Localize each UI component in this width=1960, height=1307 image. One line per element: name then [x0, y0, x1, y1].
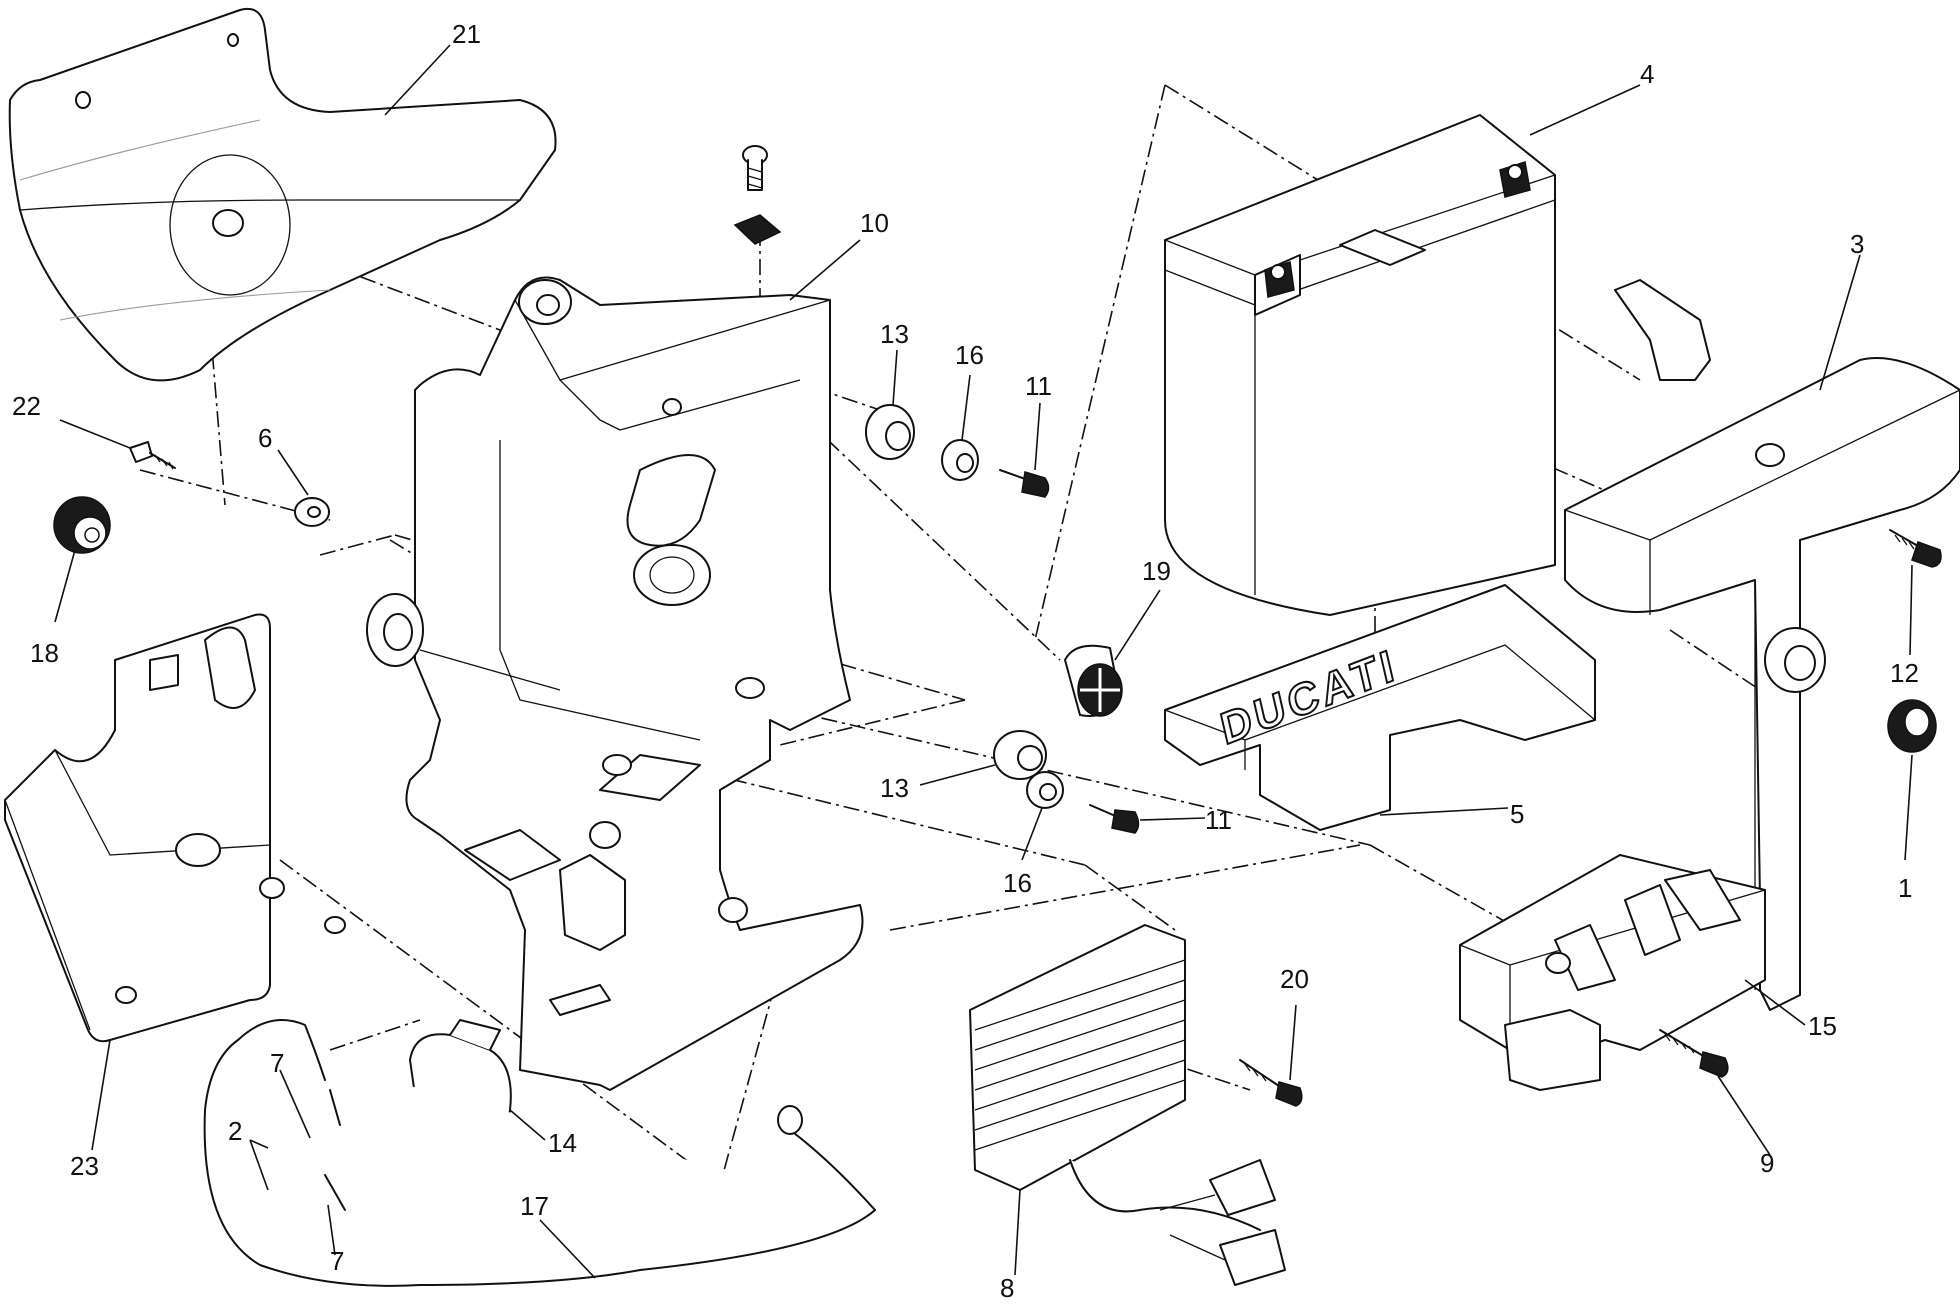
part-15-control-unit: [1459, 854, 1766, 1091]
part-18-grommet: [53, 496, 111, 554]
callout-11-lower: 11: [1205, 805, 1232, 835]
callout-7-upper: 7: [270, 1048, 284, 1078]
part-top-screw-clip: [733, 145, 782, 245]
callout-17: 17: [520, 1191, 549, 1221]
callout-3: 3: [1850, 229, 1864, 259]
leader-lines: [54, 44, 1913, 1279]
part-13-lower-grommet: [993, 730, 1047, 780]
part-23-lower-guard: [4, 613, 346, 1043]
part-16-lower-bushing: [1026, 771, 1064, 809]
callout-18: 18: [30, 638, 59, 668]
callout-11-upper: 11: [1025, 371, 1052, 401]
callout-1: 1: [1898, 873, 1912, 903]
callout-12: 12: [1890, 658, 1919, 688]
callout-16-upper: 16: [955, 340, 984, 370]
part-9-bolt: [1659, 1029, 1729, 1078]
part-8-regulator: [969, 924, 1286, 1286]
part-1-cap: [1887, 699, 1937, 753]
callout-23: 23: [70, 1151, 99, 1181]
part-19-rubber-plug: [1064, 644, 1123, 717]
part-4-battery: [1164, 114, 1556, 616]
part-11-lower-bolt: [1089, 804, 1140, 834]
callout-13-upper: 13: [880, 319, 909, 349]
callout-8: 8: [1000, 1273, 1014, 1303]
callout-13-lower: 13: [880, 773, 909, 803]
part-11-upper-bolt: [999, 469, 1050, 498]
callout-labels: 21 22 6 18 10 13 16 11 19 4 3 12 1 5 11 …: [12, 19, 1919, 1303]
part-6-washer: [294, 497, 330, 527]
part-10-battery-box: [366, 276, 864, 1091]
part-16-upper-bushing: [941, 439, 979, 481]
callout-14: 14: [548, 1128, 577, 1158]
callout-22: 22: [12, 391, 41, 421]
part-13-upper-grommet: [865, 404, 915, 460]
part-5-battery-tray: DUCATI: [1164, 584, 1596, 831]
callout-9: 9: [1760, 1148, 1774, 1178]
callout-6: 6: [258, 423, 272, 453]
callout-10: 10: [860, 208, 889, 238]
callout-7-lower: 7: [330, 1246, 344, 1276]
part-17-cable: [203, 1019, 876, 1287]
part-12-screw: [1889, 529, 1942, 568]
callout-2: 2: [228, 1116, 242, 1146]
callout-19: 19: [1142, 556, 1171, 586]
callout-4: 4: [1640, 59, 1654, 89]
part-3-t-bracket: [1564, 279, 1960, 1011]
callout-5: 5: [1510, 799, 1524, 829]
callout-21: 21: [452, 19, 481, 49]
callout-15: 15: [1808, 1011, 1837, 1041]
callout-20: 20: [1280, 964, 1309, 994]
part-20-bolt: [1239, 1059, 1303, 1107]
part-22-screw: [129, 441, 176, 470]
callout-16-lower: 16: [1003, 868, 1032, 898]
part-21-upper-cover: [8, 8, 557, 382]
